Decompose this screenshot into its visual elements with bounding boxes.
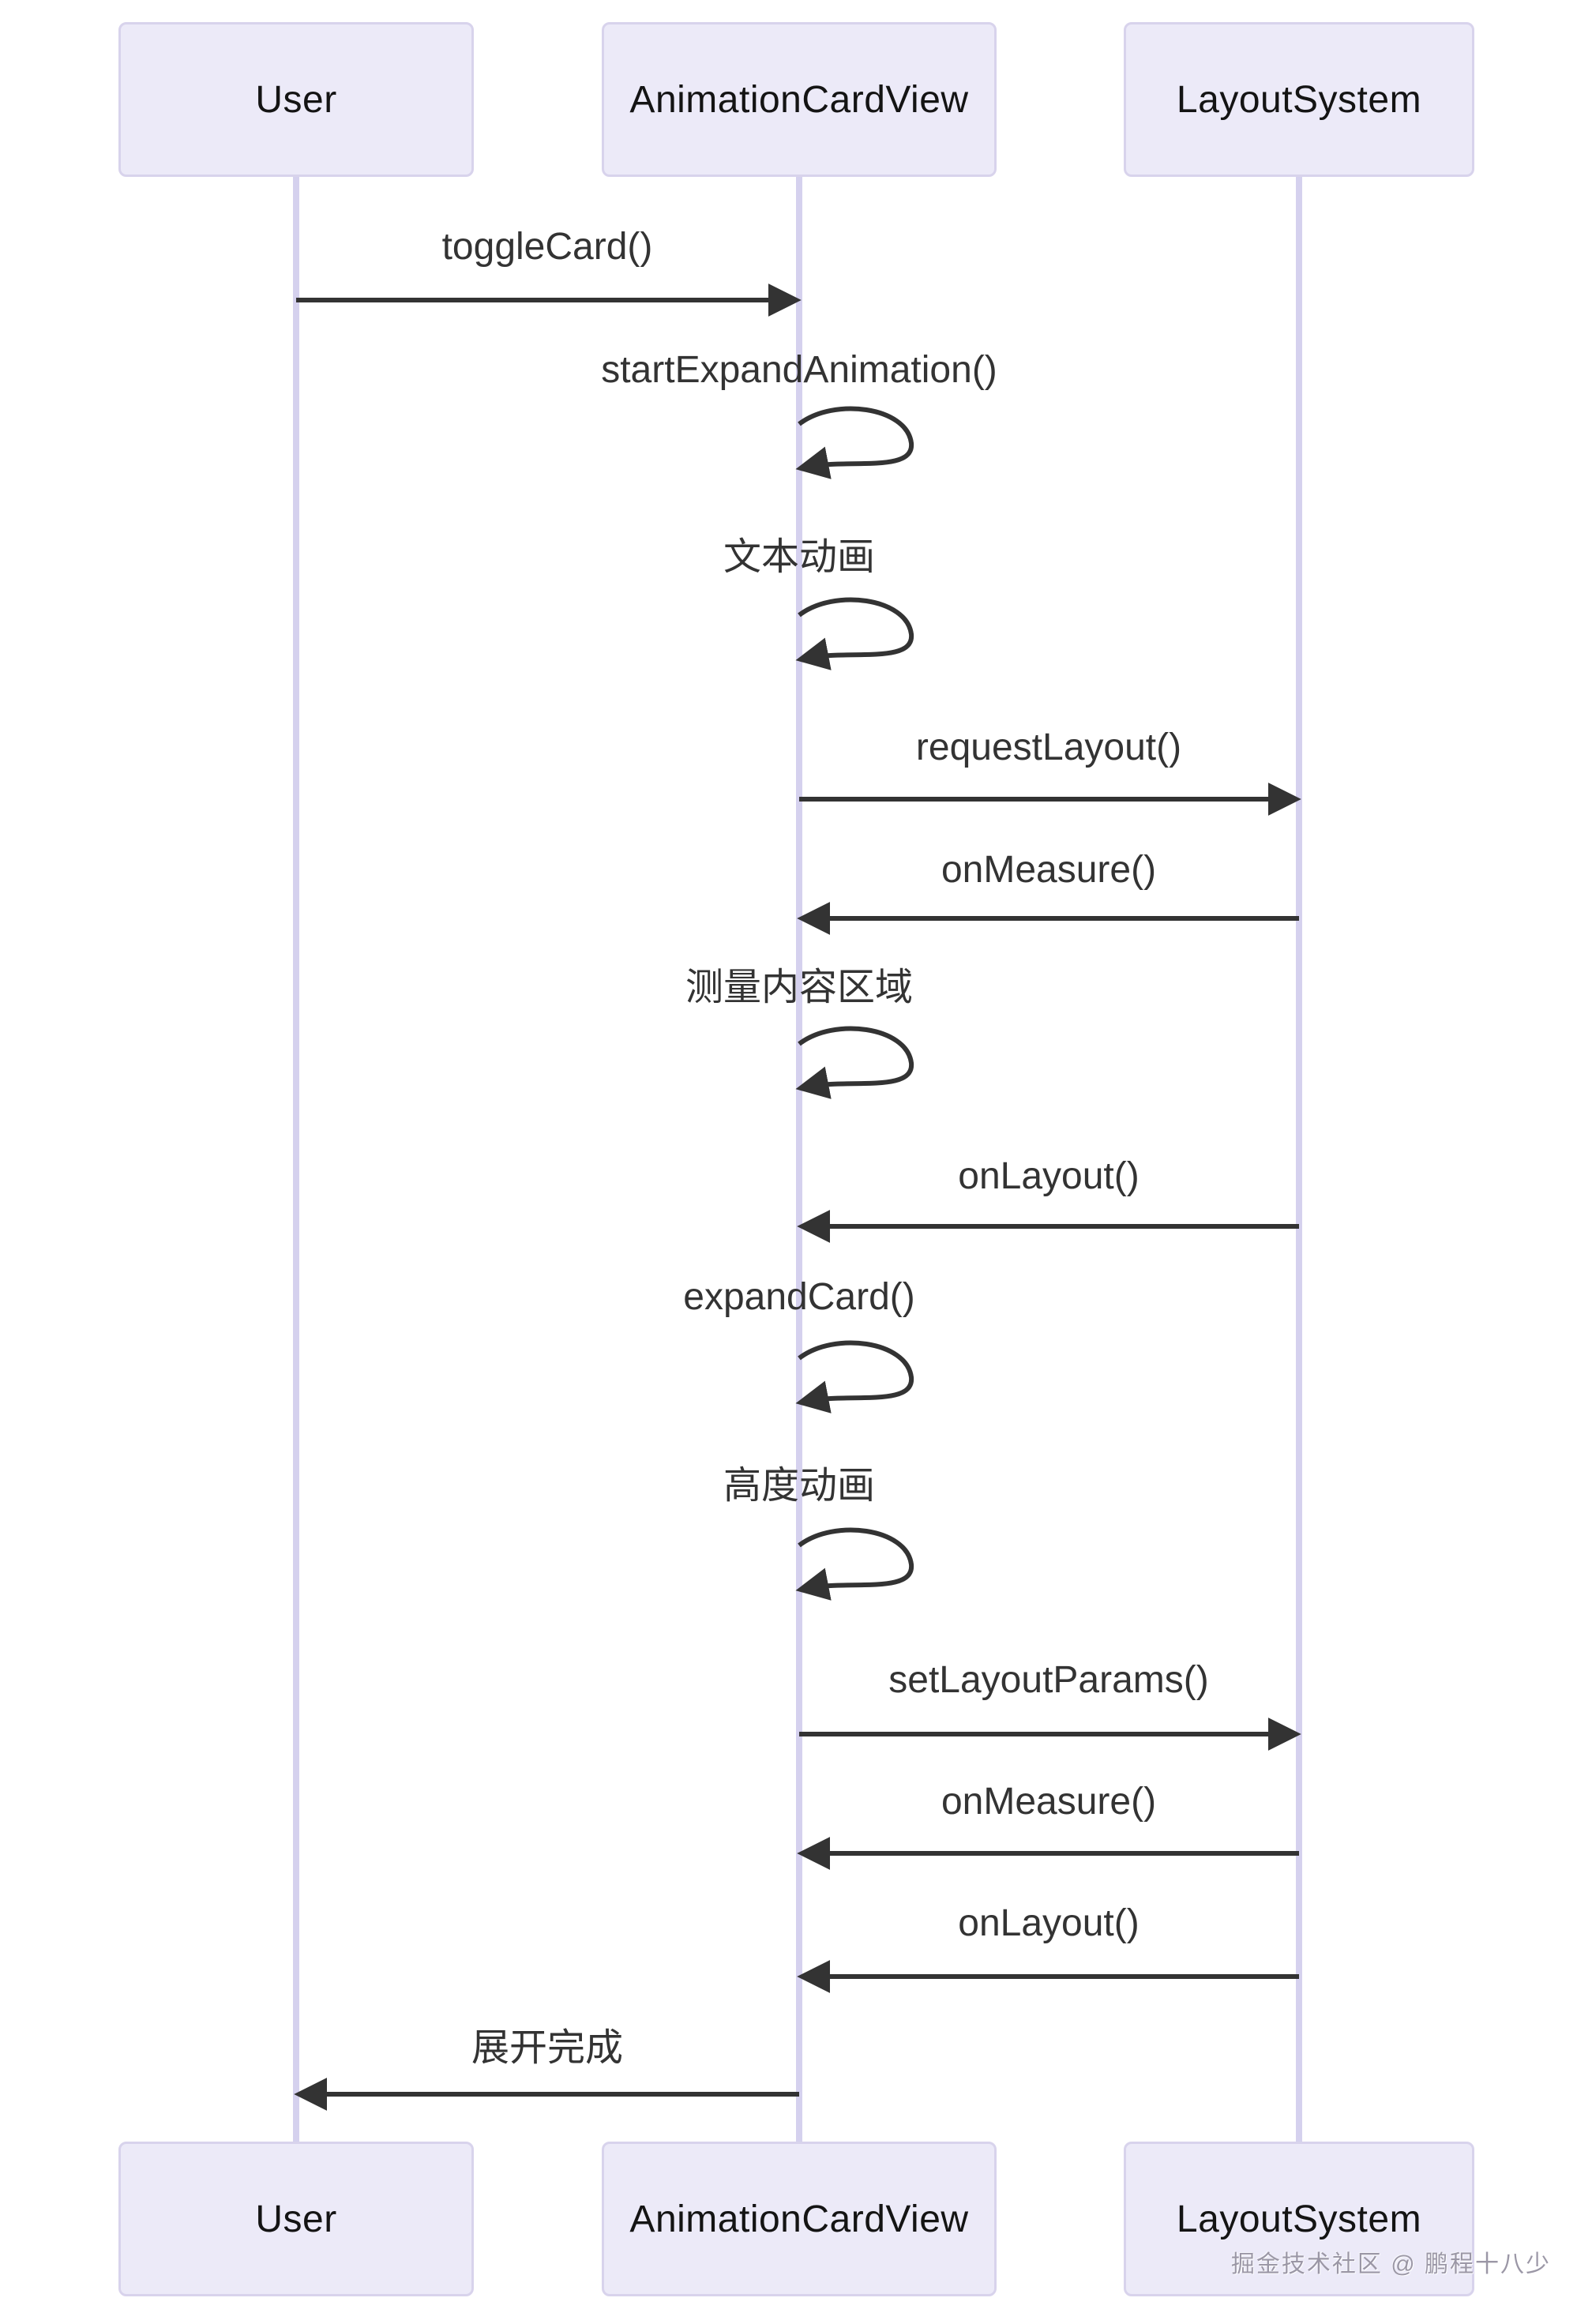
message-label: 测量内容区域 [685, 967, 913, 1008]
actor-box-user-bottom: User [118, 2142, 474, 2296]
self-message-loop-text-animation [795, 597, 914, 670]
message-label: startExpandAnimation() [601, 349, 997, 391]
message-label: 高度动画 [723, 1465, 875, 1507]
message-label: setLayoutParams() [888, 1659, 1209, 1701]
actor-box-animation-card-view-top: AnimationCardView [602, 22, 997, 177]
message-label: onMeasure() [941, 1781, 1157, 1823]
actor-box-layout-system-top: LayoutSystem [1124, 22, 1474, 177]
actor-label: LayoutSystem [1176, 78, 1422, 121]
actor-label: User [255, 78, 337, 121]
actor-label: AnimationCardView [629, 2198, 969, 2240]
actor-box-user-top: User [118, 22, 474, 177]
actor-box-animation-card-view-bottom: AnimationCardView [602, 2142, 997, 2296]
self-message-loop-measure-content [795, 1026, 914, 1099]
message-label: expandCard() [683, 1276, 915, 1318]
self-message-loop-startexpandanimation [795, 406, 914, 479]
self-message-loop-height-animation [795, 1527, 914, 1601]
actor-label: AnimationCardView [629, 78, 969, 121]
actor-label: User [255, 2198, 337, 2240]
message-label: toggleCard() [441, 226, 653, 268]
message-label: 文本动画 [723, 536, 875, 578]
message-label: requestLayout() [915, 726, 1182, 768]
actor-label: LayoutSystem [1176, 2198, 1422, 2240]
message-label: 展开完成 [471, 2027, 623, 2069]
self-message-loop-expandcard [795, 1340, 914, 1414]
watermark-text: 掘金技术社区 @ 鹏程十八少 [1230, 2251, 1551, 2277]
message-label: onLayout() [958, 1155, 1140, 1197]
message-label: onLayout() [958, 1902, 1140, 1944]
message-label: onMeasure() [941, 849, 1157, 891]
actor-box-layout-system-bottom: LayoutSystem [1124, 2142, 1474, 2296]
